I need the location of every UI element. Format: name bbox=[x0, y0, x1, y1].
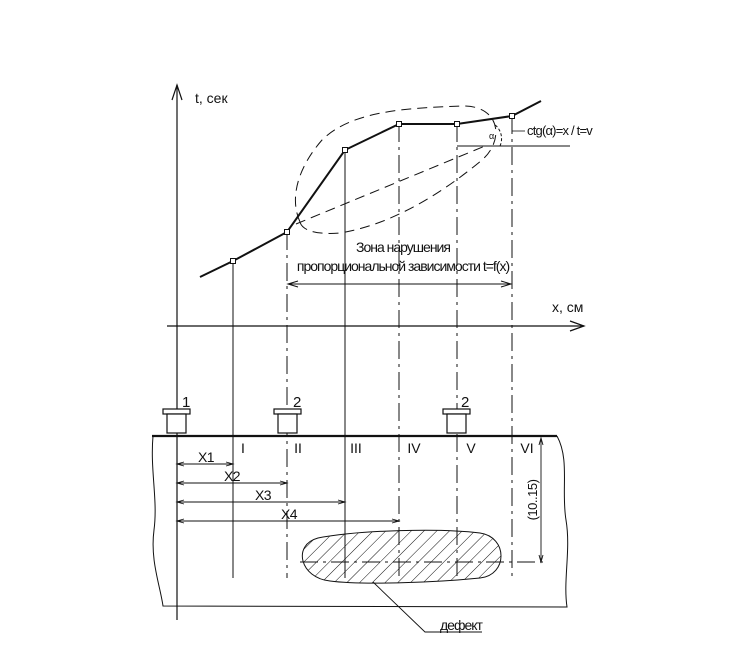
transducer-2b bbox=[442, 408, 471, 434]
transducer-2a bbox=[273, 408, 302, 434]
defect-leader bbox=[372, 581, 482, 633]
defect-region bbox=[301, 529, 502, 584]
depth-dimension bbox=[512, 435, 548, 564]
transducer-2b-label: 2 bbox=[461, 394, 469, 411]
transducer-2a-label: 2 bbox=[293, 394, 301, 411]
transducer-1-label: 1 bbox=[182, 394, 190, 411]
curve-point bbox=[230, 258, 236, 264]
y-axis-label: t, сек bbox=[195, 90, 228, 106]
travel-time-curve bbox=[199, 100, 542, 278]
distance-label-x1: X1 bbox=[198, 449, 215, 465]
zone-dimension-arrow bbox=[286, 280, 513, 288]
depth-label: (10..15) bbox=[525, 479, 540, 520]
defect-label: дефект bbox=[440, 617, 484, 633]
zone-title-line2: пропорциональной зависимости t=f(x) bbox=[297, 258, 510, 274]
station-label-6: VI bbox=[520, 440, 533, 456]
angle-symbol: α bbox=[489, 131, 494, 141]
distance-dimensions bbox=[175, 461, 401, 524]
station-label-3: III bbox=[350, 440, 362, 456]
station-label-2: II bbox=[294, 440, 302, 456]
curve-points bbox=[230, 113, 515, 264]
station-label-4: IV bbox=[407, 440, 421, 456]
angle-arc bbox=[493, 123, 503, 147]
station-label-1: I bbox=[241, 440, 245, 456]
x-axis-label: x, см bbox=[552, 299, 583, 315]
zone-inner-dashed-line bbox=[295, 145, 486, 225]
distance-label-x2: X2 bbox=[224, 468, 241, 484]
transducer-1 bbox=[162, 408, 191, 434]
disturbance-zone-outline bbox=[294, 105, 497, 234]
distance-label-x3: X3 bbox=[255, 487, 272, 503]
y-axis bbox=[171, 83, 183, 620]
specimen-outline bbox=[151, 435, 569, 608]
curve-point bbox=[396, 121, 402, 127]
ctg-formula-label: ctg(α)=x / t=v bbox=[527, 123, 593, 138]
distance-label-x4: X4 bbox=[281, 506, 298, 522]
x-axis bbox=[167, 320, 586, 332]
station-label-5: V bbox=[466, 440, 476, 456]
curve-point bbox=[284, 229, 290, 235]
projection-lines bbox=[232, 116, 513, 578]
curve-point bbox=[454, 121, 460, 127]
zone-title-line1: Зона нарушения bbox=[356, 239, 450, 255]
curve-point bbox=[509, 113, 515, 119]
curve-point bbox=[342, 147, 348, 153]
